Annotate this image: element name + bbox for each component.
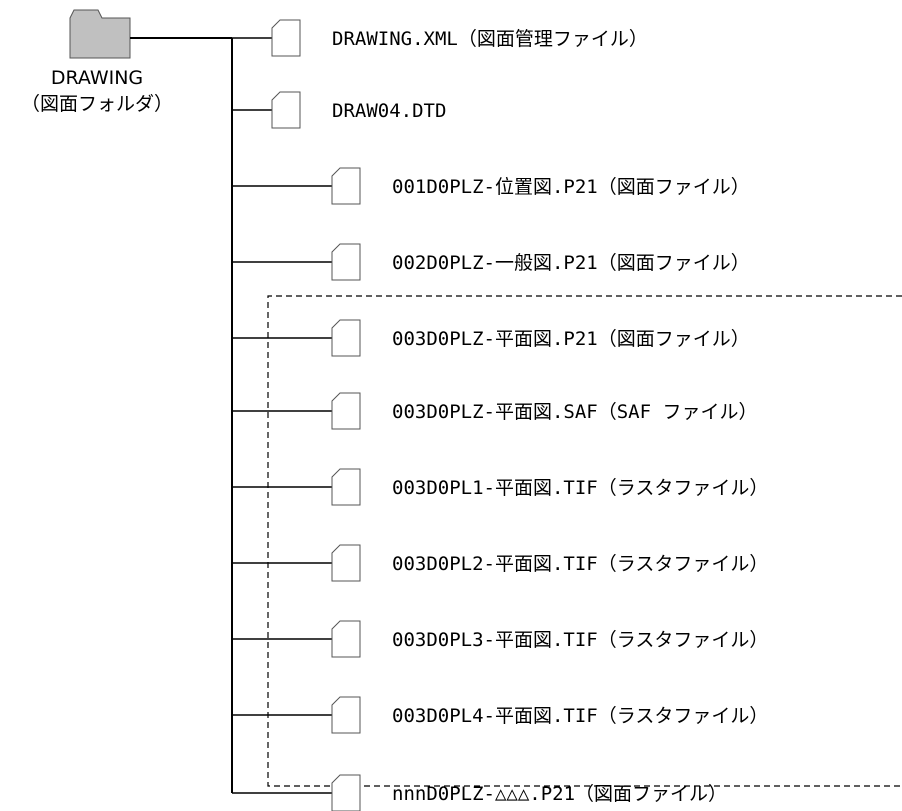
file-name: 003D0PL1-平面図.TIF（ラスタファイル） bbox=[392, 477, 768, 499]
file-icon bbox=[271, 91, 301, 129]
file-icon bbox=[331, 167, 361, 205]
file-name: DRAWING.XML（図面管理ファイル） bbox=[332, 28, 648, 50]
file-icon bbox=[331, 620, 361, 658]
file-icon bbox=[271, 19, 301, 57]
file-icon bbox=[331, 392, 361, 430]
file-name: 003D0PL4-平面図.TIF（ラスタファイル） bbox=[392, 705, 768, 727]
file-icon bbox=[331, 696, 361, 734]
group-box bbox=[267, 295, 902, 787]
file-icon bbox=[331, 774, 361, 811]
file-name: nnnD0PLZ-△△△.P21（図面ファイル） bbox=[392, 783, 727, 805]
root-folder-name: DRAWING bbox=[51, 67, 143, 89]
file-name: 002D0PLZ-一般図.P21（図面ファイル） bbox=[392, 252, 750, 274]
file-name: DRAW04.DTD bbox=[332, 100, 446, 122]
file-icon bbox=[331, 319, 361, 357]
file-name: 003D0PL3-平面図.TIF（ラスタファイル） bbox=[392, 629, 768, 651]
file-icon bbox=[331, 544, 361, 582]
file-name: 003D0PLZ-平面図.P21（図面ファイル） bbox=[392, 328, 750, 350]
file-icon bbox=[331, 243, 361, 281]
file-name: 003D0PLZ-平面図.SAF（SAF ファイル） bbox=[392, 401, 757, 423]
root-folder-caption: （図面フォルダ） bbox=[21, 93, 173, 115]
file-icon bbox=[331, 468, 361, 506]
file-name: 003D0PL2-平面図.TIF（ラスタファイル） bbox=[392, 553, 768, 575]
file-name: 001D0PLZ-位置図.P21（図面ファイル） bbox=[392, 176, 750, 198]
folder-icon bbox=[69, 9, 131, 59]
